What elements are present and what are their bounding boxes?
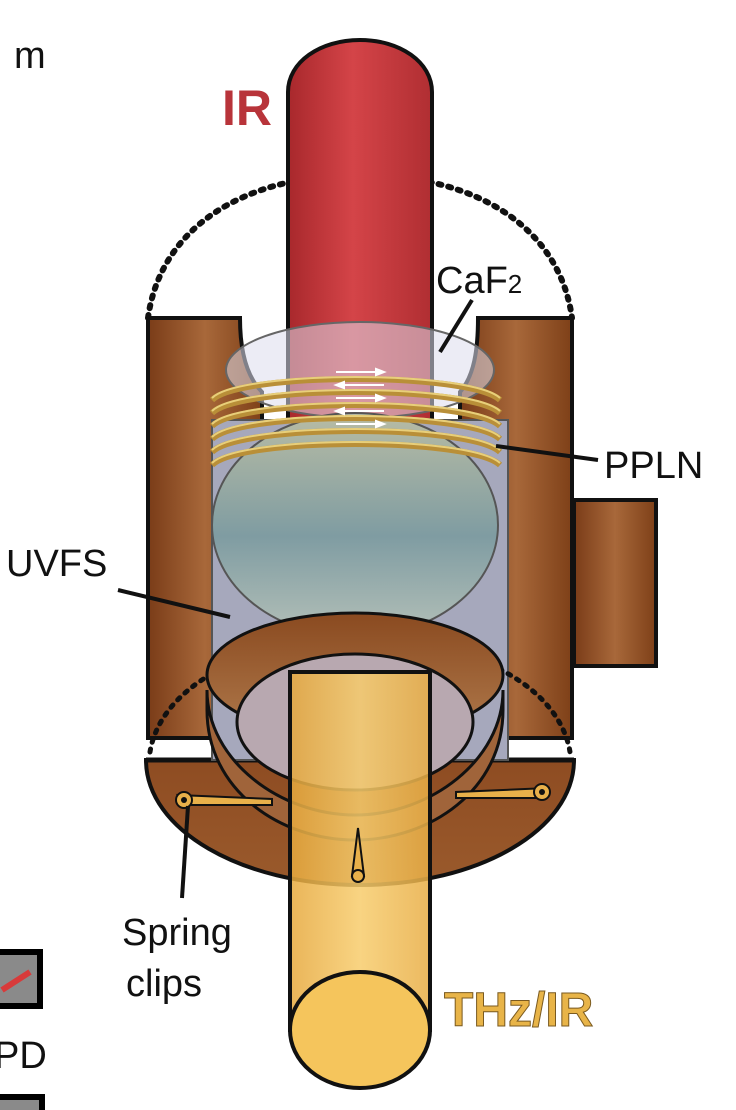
thz-beam-end xyxy=(288,970,432,1090)
partial-detector-bottom-icon xyxy=(0,1094,45,1110)
spring-clip-front-icon xyxy=(350,827,366,883)
dome-outline-bottom xyxy=(147,637,573,755)
ppln-leader xyxy=(495,444,599,462)
poling-arrows xyxy=(333,367,387,429)
spring-leader xyxy=(180,805,190,899)
ppln-stripes xyxy=(209,376,503,468)
partial-pd-label: PD xyxy=(0,1035,47,1077)
partial-detector-top-icon xyxy=(0,949,43,1009)
ppln-label: PPLN xyxy=(604,445,703,487)
uvfs-label: UVFS xyxy=(6,543,107,585)
spring-clips-label-line1: Spring xyxy=(122,912,232,954)
partial-top-label: m xyxy=(14,35,46,77)
thz-ir-label: THz/IR xyxy=(444,984,593,1037)
spring-clip-left-icon xyxy=(175,791,273,809)
caf2-leader xyxy=(438,298,474,354)
spring-clips-label-line2: clips xyxy=(126,963,202,1005)
spring-clip-right-icon xyxy=(455,783,551,801)
uvfs-leader xyxy=(117,588,231,619)
ir-label: IR xyxy=(222,80,272,136)
side-tab xyxy=(572,498,658,668)
ppln-stripes-highlight xyxy=(211,376,501,464)
caf2-label: CaF2 xyxy=(436,260,522,302)
